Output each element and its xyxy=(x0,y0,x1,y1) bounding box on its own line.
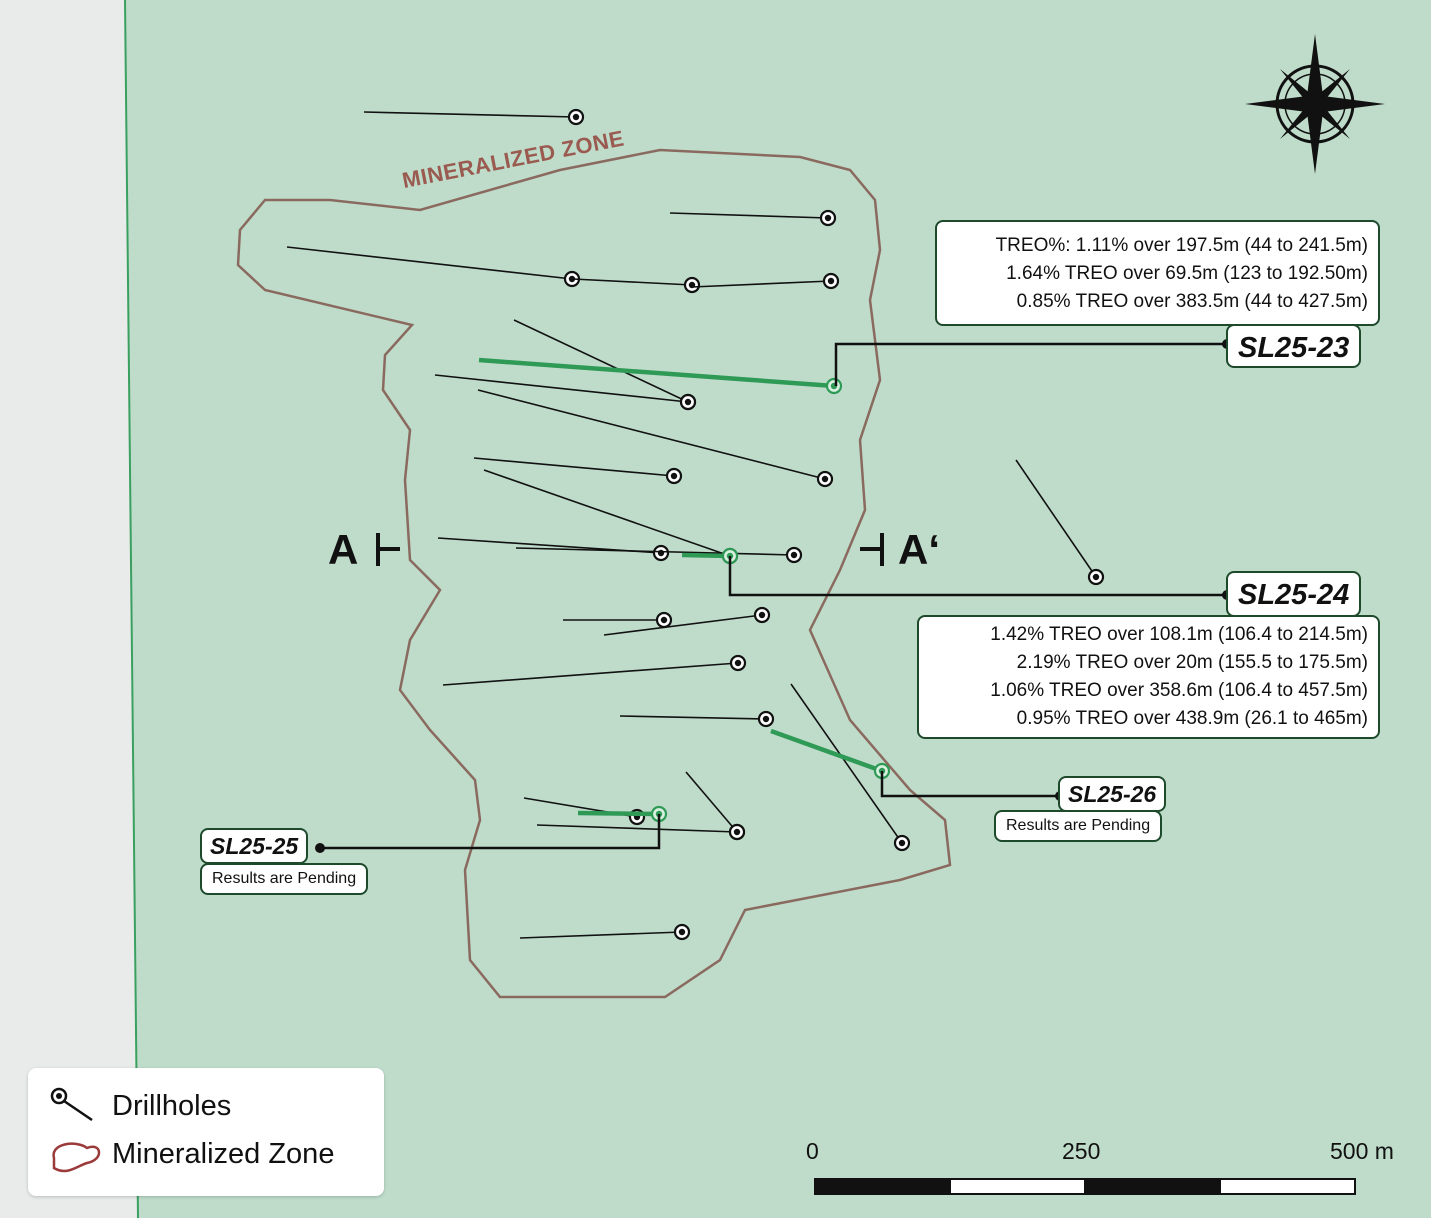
drillhole-trace xyxy=(434,374,689,403)
drillhole-trace-highlighted xyxy=(478,357,835,389)
section-label-a: A xyxy=(328,526,359,573)
property-boundary xyxy=(124,0,139,1218)
drillhole-trace xyxy=(790,683,903,844)
sl25-24-label[interactable]: SL25-24 xyxy=(1226,571,1362,617)
zone-outline-icon xyxy=(52,1142,101,1173)
sl25-26-status: Results are Pending xyxy=(994,810,1163,842)
scale-bar xyxy=(814,1178,1356,1195)
result-line: 1.06% TREO over 358.6m (106.4 to 457.5m) xyxy=(990,680,1368,701)
drillhole-trace xyxy=(363,111,577,118)
drillhole-icon xyxy=(50,1087,93,1122)
drillhole-collar-dot xyxy=(660,616,668,624)
leader-sl25-25 xyxy=(320,814,661,850)
drillhole-trace xyxy=(519,931,683,939)
sl25-25-status: Results are Pending xyxy=(200,863,369,895)
legend-icons xyxy=(50,1087,101,1173)
drillhole-trace xyxy=(286,246,573,280)
result-line: 1.42% TREO over 108.1m (106.4 to 214.5m) xyxy=(990,624,1368,645)
drillhole-collar-dot xyxy=(684,398,692,406)
sl25-26-label[interactable]: SL25-26 xyxy=(1058,776,1167,812)
drillholes-layer xyxy=(286,108,1105,941)
result-line: 0.95% TREO over 438.9m (26.1 to 465m) xyxy=(1016,708,1368,729)
drillhole-collar-dot xyxy=(734,659,742,667)
drillhole-collar-dot xyxy=(678,928,686,936)
leader-sl25-23 xyxy=(834,342,1227,386)
sl25-23-results: TREO%: 1.11% over 197.5m (44 to 241.5m) … xyxy=(935,220,1380,326)
scale-label-250: 250 xyxy=(1062,1138,1101,1164)
drillhole-collar-dot xyxy=(572,113,580,121)
drillhole-collar-dot xyxy=(657,549,665,557)
drillhole-trace xyxy=(515,547,795,556)
drillhole-collar-dot xyxy=(762,715,770,723)
drillhole-collar-dot xyxy=(827,277,835,285)
drillhole-trace xyxy=(691,280,832,288)
drillhole-trace xyxy=(483,469,731,557)
drillhole-trace xyxy=(477,389,826,480)
drillhole-collar-dot xyxy=(1092,573,1100,581)
drillhole-collar-dot xyxy=(670,472,678,480)
drillhole-trace xyxy=(536,824,738,833)
result-line: 2.19% TREO over 20m (155.5 to 175.5m) xyxy=(1016,652,1368,673)
mineralized-zone-outline xyxy=(236,148,952,999)
drillhole-trace-highlighted xyxy=(577,810,660,817)
result-line: 1.64% TREO over 69.5m (123 to 192.50m) xyxy=(1006,263,1368,284)
drillhole-trace xyxy=(685,771,738,833)
leader-sl25-26 xyxy=(880,771,1060,798)
leader-sl25-24 xyxy=(728,556,1227,597)
drillhole-collar-dot xyxy=(898,839,906,847)
drillhole-trace xyxy=(572,278,693,286)
drillhole-trace xyxy=(513,319,689,403)
result-line: TREO%: 1.11% over 197.5m (44 to 241.5m) xyxy=(995,235,1368,256)
out-of-area-strip xyxy=(0,0,138,1218)
north-arrow-icon xyxy=(1245,34,1385,174)
scale-label-0: 0 xyxy=(806,1138,819,1164)
section-ticks xyxy=(376,533,884,566)
drillhole-collar-dot xyxy=(824,214,832,222)
drillhole-trace xyxy=(603,614,763,636)
sl25-24-results: 1.42% TREO over 108.1m (106.4 to 214.5m)… xyxy=(917,615,1380,739)
scale-label-500: 500 m xyxy=(1330,1138,1394,1164)
drillhole-trace xyxy=(669,212,829,219)
sl25-23-label[interactable]: SL25-23 xyxy=(1226,324,1362,368)
drillhole-collar-dot xyxy=(758,611,766,619)
drillhole-trace-highlighted xyxy=(770,728,883,774)
drillhole-trace xyxy=(619,715,767,720)
drillhole-trace xyxy=(442,662,739,686)
drillhole-trace xyxy=(1015,459,1097,578)
section-label-a-prime: A‘ xyxy=(898,526,940,573)
callout-leaders xyxy=(320,342,1227,850)
sl25-25-label[interactable]: SL25-25 xyxy=(200,828,309,864)
drillhole-collar-dot xyxy=(568,275,576,283)
legend-drillholes: Drillholes xyxy=(112,1090,232,1122)
drillhole-collar-dot xyxy=(790,551,798,559)
legend: Drillholes Mineralized Zone xyxy=(28,1068,384,1196)
drillhole-collar-dot xyxy=(733,828,741,836)
legend-mineralized-zone: Mineralized Zone xyxy=(112,1138,335,1170)
result-line: 0.85% TREO over 383.5m (44 to 427.5m) xyxy=(1016,291,1368,312)
drillhole-collar-dot xyxy=(821,475,829,483)
drillhole-trace xyxy=(473,457,675,477)
